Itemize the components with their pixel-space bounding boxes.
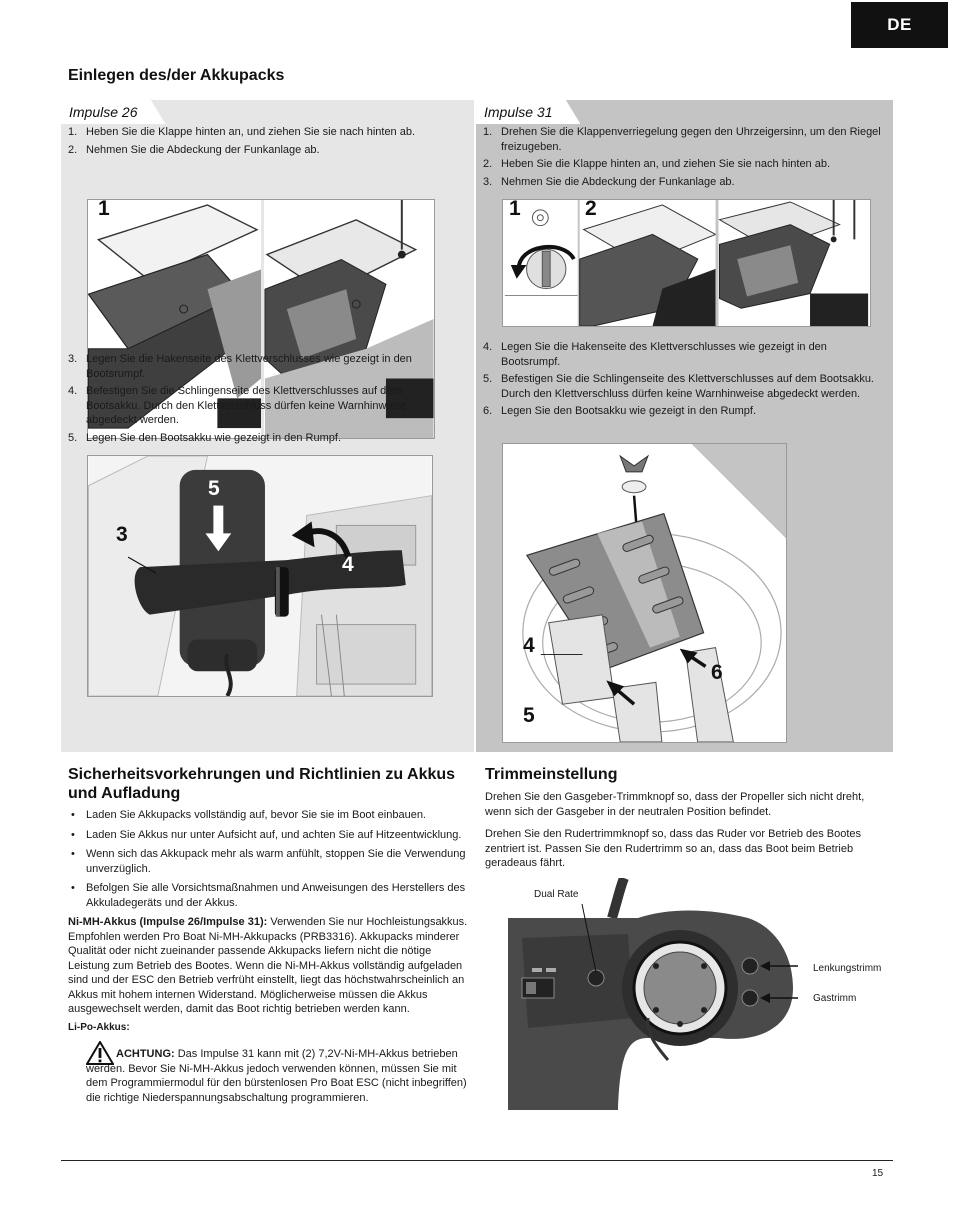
throttle-trim-label: Gastrimm xyxy=(813,993,857,1004)
figure-step-number: 1 xyxy=(509,199,521,220)
list-item: 3.Nehmen Sie die Abdeckung der Funkanlag… xyxy=(483,175,735,188)
language-tab: DE xyxy=(851,2,948,48)
impulse26-panel: Impulse 26 1.Heben Sie die Klappe hinten… xyxy=(61,100,474,752)
transmitter-figure: Dual Rate xyxy=(508,876,804,1110)
figure-step-number: 2 xyxy=(585,199,597,220)
lipo-heading: Li-Po-Akkus: xyxy=(68,1021,130,1033)
battery-install-title: Einlegen des/der Akkupacks xyxy=(68,67,285,84)
trim-body: Drehen Sie den Gasgeber-Trimmknopf so, d… xyxy=(485,790,885,879)
safety-body: Laden Sie Akkupacks vollständig auf, bev… xyxy=(68,808,468,1105)
trim-title: Trimmeinstellung xyxy=(485,766,618,783)
nimh-heading: Ni-MH-Akkus (Impulse 26/Impulse 31): xyxy=(68,916,268,928)
battery-tray-illustration xyxy=(503,444,786,742)
list-item: Laden Sie Akkupacks vollständig auf, bev… xyxy=(68,808,468,823)
impulse26-figure-battery: 3 4 5 xyxy=(87,455,433,697)
transmitter-illustration xyxy=(508,876,804,1110)
dual-rate-label: Dual Rate xyxy=(534,889,579,900)
list-item: 2.Nehmen Sie die Abdeckung der Funkanlag… xyxy=(68,143,320,156)
figure-step-number: 6 xyxy=(711,661,723,684)
figure-step-number: 3 xyxy=(729,199,741,220)
impulse31-steps-bottom: 4.Legen Sie die Hakenseite des Klettvers… xyxy=(483,340,887,422)
warning-label: ACHTUNG: xyxy=(116,1048,175,1060)
list-item: 4.Befestigen Sie die Schlingenseite des … xyxy=(68,385,407,426)
list-item: Befolgen Sie alle Vorsichtsmaßnahmen und… xyxy=(68,881,468,910)
figure-step-number: 1 xyxy=(98,199,110,220)
safety-title: Sicherheitsvorkehrungen und Richtlinien … xyxy=(68,766,456,802)
trim-paragraph-1: Drehen Sie den Gasgeber-Trimmknopf so, d… xyxy=(485,791,865,818)
list-item: 6.Legen Sie den Bootsakku wie gezeigt in… xyxy=(483,405,756,417)
figure-step-number: 5 xyxy=(523,704,535,727)
list-item: 3.Legen Sie die Hakenseite des Klettvers… xyxy=(68,353,412,380)
impulse26-figure-hatch: 1 2 xyxy=(87,199,435,439)
list-item: Wenn sich das Akkupack mehr als warm anf… xyxy=(68,847,468,876)
list-item: 5.Legen Sie den Bootsakku wie gezeigt in… xyxy=(68,431,341,444)
figure-step-number: 5 xyxy=(208,477,220,500)
impulse31-label: Impulse 31 xyxy=(476,100,581,124)
list-item: Laden Sie Akkus nur unter Aufsicht auf, … xyxy=(68,828,468,843)
warning-text: ACHTUNG: Das Impulse 31 kann mit (2) 7,2… xyxy=(86,1048,467,1104)
impulse26-steps-bottom: 3.Legen Sie die Hakenseite des Klettvers… xyxy=(68,352,458,448)
figure-step-number: 4 xyxy=(342,553,354,576)
list-item: 2.Heben Sie die Klappe hinten an, und zi… xyxy=(483,158,831,170)
safety-bullets: Laden Sie Akkupacks vollständig auf, bev… xyxy=(68,808,468,910)
trim-paragraph-2: Drehen Sie den Rudertrimmknopf so, dass … xyxy=(485,828,862,869)
hatch-removal-illustration xyxy=(88,200,434,438)
impulse26-steps-top: 1.Heben Sie die Klappe hinten an, und zi… xyxy=(68,125,468,160)
footer-rule xyxy=(61,1160,893,1161)
impulse31-panel: Impulse 31 1.Drehen Sie die Klappenverri… xyxy=(476,100,893,752)
impulse31-figure-battery: 4 5 6 xyxy=(502,443,787,743)
figure-step-number: 3 xyxy=(116,523,128,546)
impulse31-steps-top: 1.Drehen Sie die Klappenverriegelung geg… xyxy=(483,125,887,192)
latch-and-hatch-illustration xyxy=(504,200,869,326)
figure-step-number: 2 xyxy=(271,199,283,220)
nimh-paragraph: Ni-MH-Akkus (Impulse 26/Impulse 31): Ver… xyxy=(68,916,468,1015)
impulse31-figure-hatch: 1 2 3 xyxy=(502,199,871,327)
list-item: 1.Drehen Sie die Klappenverriegelung geg… xyxy=(483,126,881,153)
page-number: 15 xyxy=(872,1168,884,1179)
battery-velcro-illustration xyxy=(88,456,432,696)
list-item: 1.Heben Sie die Klappe hinten an, und zi… xyxy=(68,126,416,138)
list-item: 4.Legen Sie die Hakenseite des Klettvers… xyxy=(483,341,827,368)
figure-step-number: 4 xyxy=(523,634,535,657)
list-item: 5.Befestigen Sie die Schlingenseite des … xyxy=(483,373,874,400)
warning-triangle-icon xyxy=(86,1041,114,1065)
warning-block: ACHTUNG: Das Impulse 31 kann mit (2) 7,2… xyxy=(68,1041,468,1105)
steering-trim-label: Lenkungstrimm xyxy=(813,963,882,974)
impulse26-label: Impulse 26 xyxy=(61,100,166,124)
